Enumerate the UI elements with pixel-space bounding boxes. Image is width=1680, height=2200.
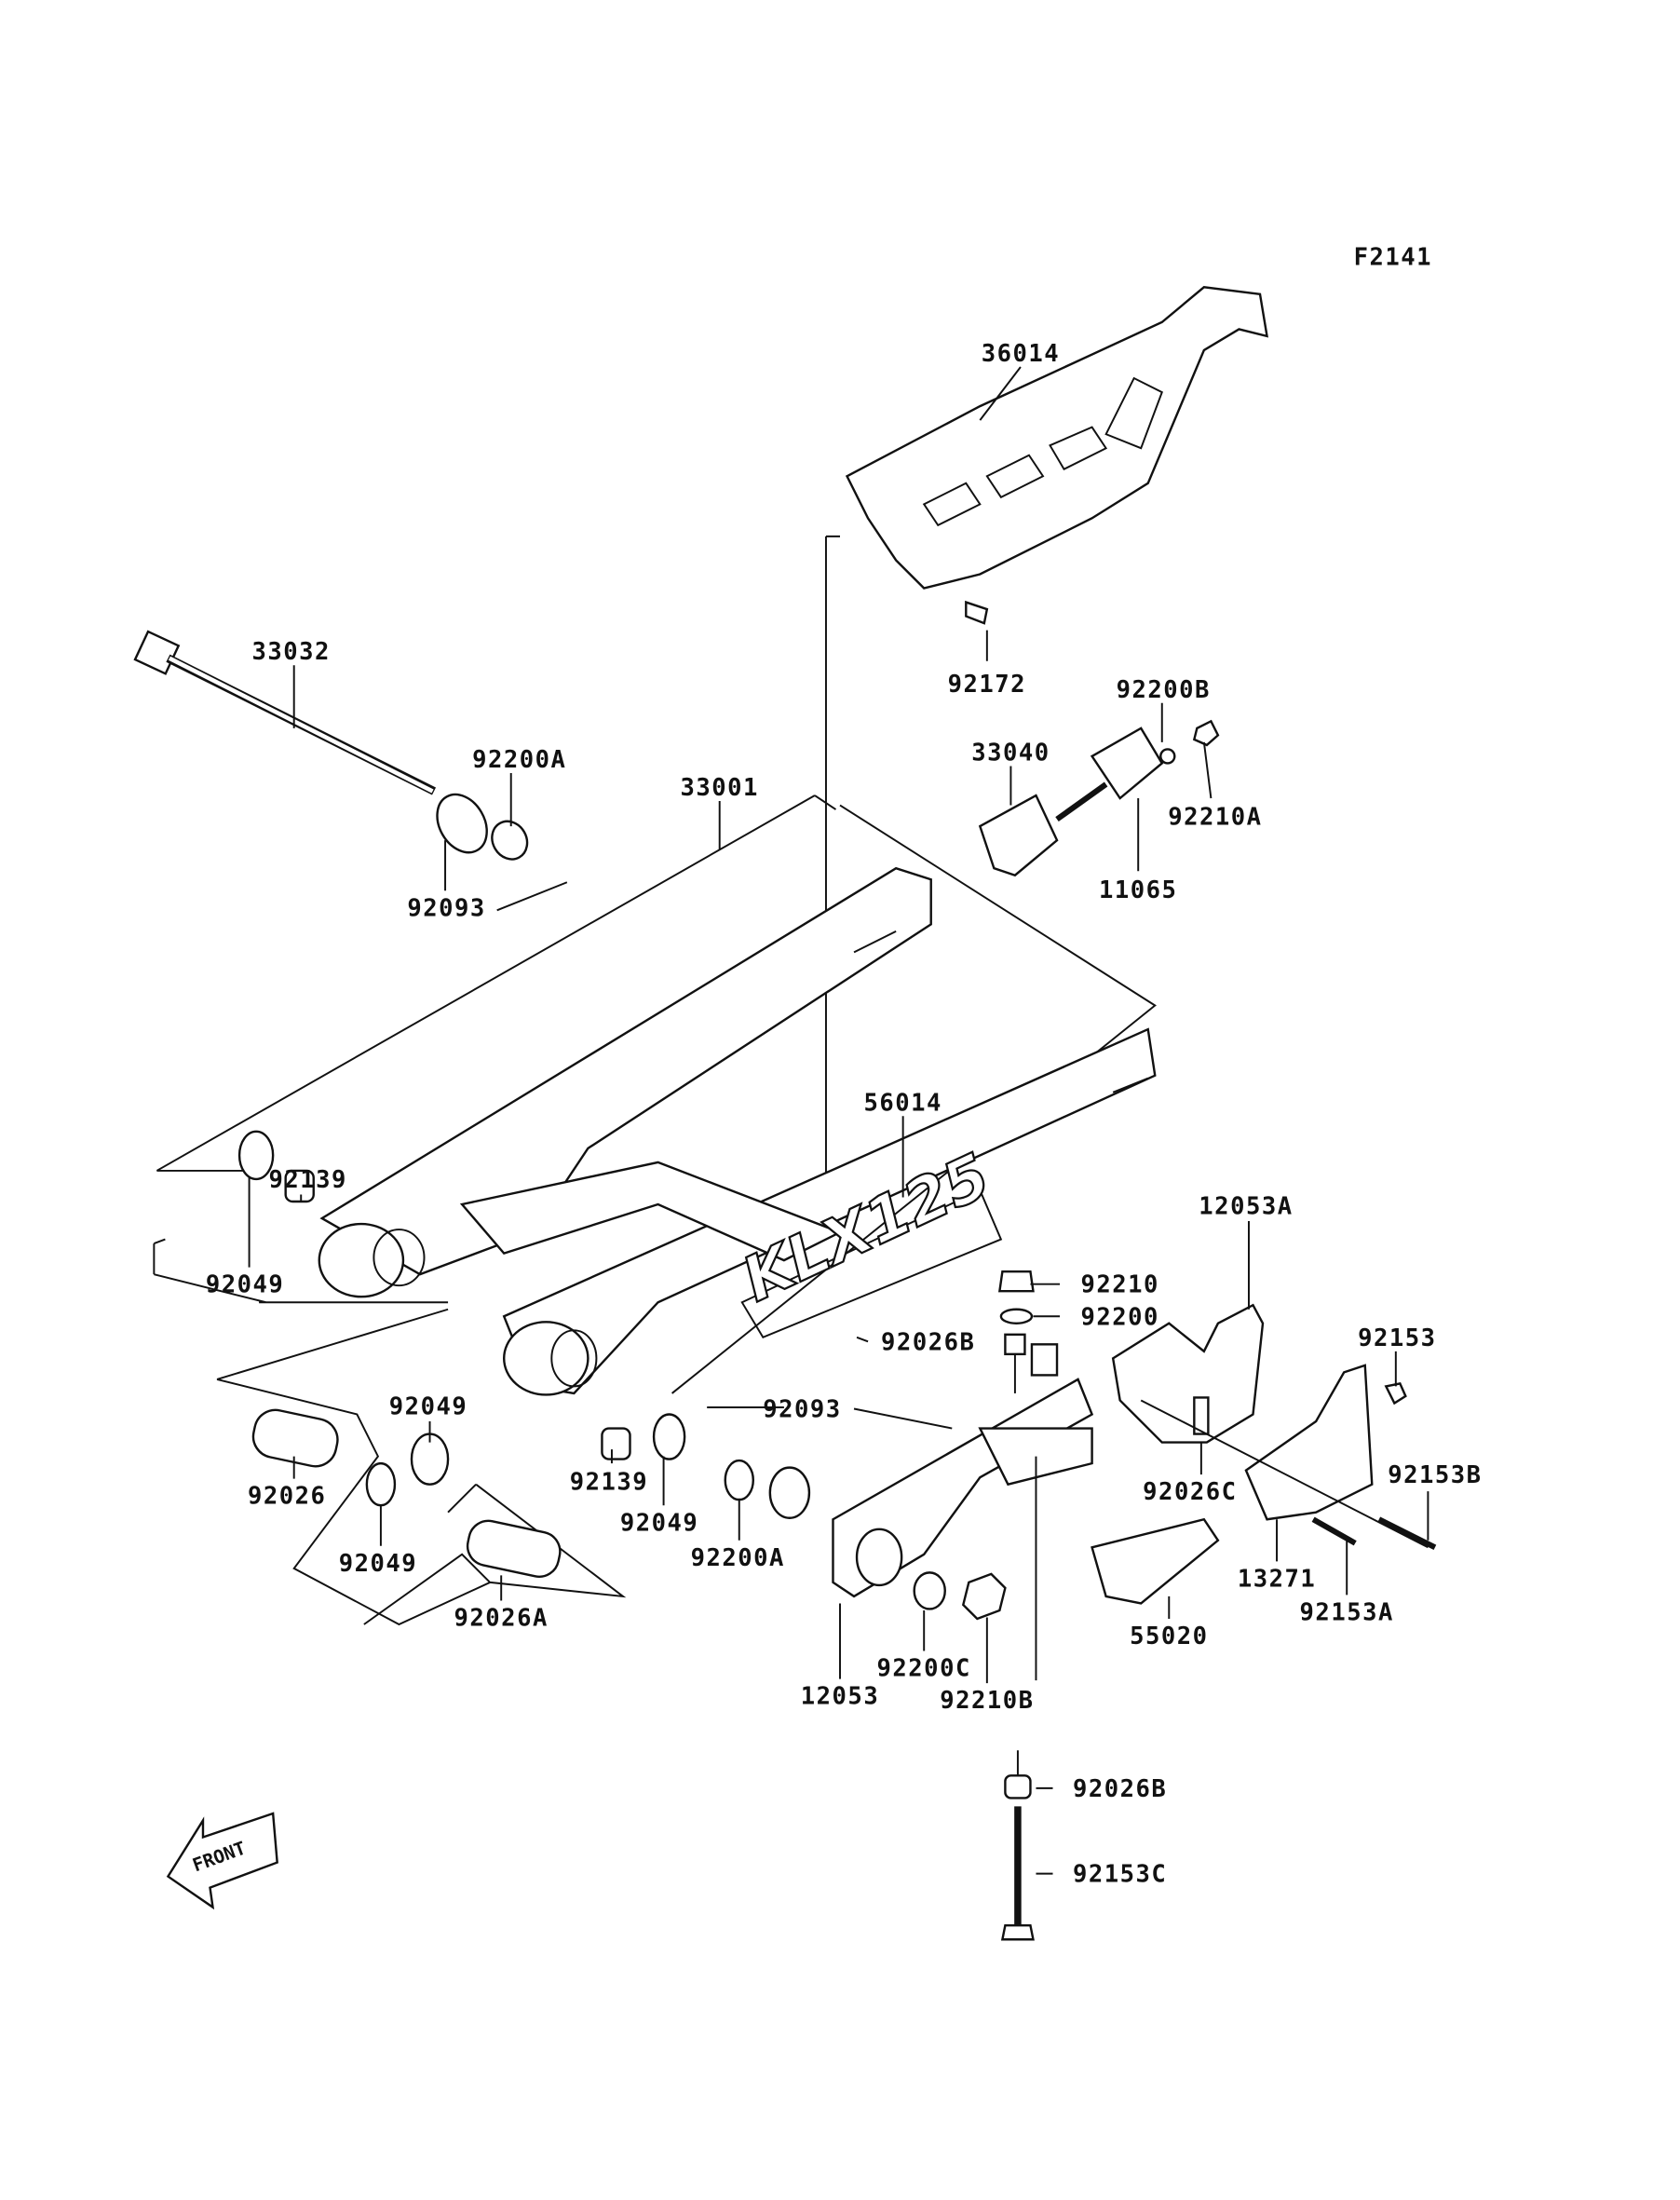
brake-hose-guide-brackets	[1091, 1303, 1437, 1605]
callout-92200b: 92200B	[1117, 676, 1211, 704]
callout-56014: 56014	[863, 1089, 942, 1117]
callout-33032: 33032	[251, 638, 330, 666]
callout-92049-3: 92049	[620, 1509, 698, 1537]
callout-92200a: 92200A	[472, 746, 566, 774]
callout-12053: 12053	[801, 1683, 879, 1711]
callout-92049-4: 92049	[339, 1550, 417, 1578]
callout-92093-2: 92093	[763, 1396, 841, 1424]
callout-92153c: 92153C	[1073, 1861, 1167, 1889]
chain-guard	[845, 286, 1269, 590]
figure-code: F2141	[1354, 243, 1432, 271]
callout-92139: 92139	[269, 1166, 347, 1194]
callout-92172: 92172	[948, 671, 1026, 699]
front-direction-arrow: FRONT	[166, 1812, 278, 1910]
pivot-bolt	[133, 630, 529, 861]
callout-92026a: 92026A	[454, 1605, 549, 1633]
callout-12053a: 12053A	[1199, 1193, 1293, 1221]
leader-lines	[248, 366, 1429, 1875]
callout-33001: 33001	[681, 774, 759, 802]
callout-92153b: 92153B	[1388, 1461, 1482, 1489]
callout-92210b: 92210B	[940, 1687, 1034, 1715]
callout-92026c: 92026C	[1143, 1478, 1237, 1506]
callout-33040: 33040	[971, 739, 1050, 767]
callout-92049: 92049	[206, 1271, 284, 1299]
chain-adjuster	[965, 600, 1220, 877]
bushings-and-seals	[237, 1130, 1035, 1941]
callout-92153a: 92153A	[1300, 1598, 1394, 1626]
callout-92200a-2: 92200A	[691, 1544, 785, 1572]
callout-92139-2: 92139	[570, 1469, 648, 1497]
callout-92093: 92093	[407, 894, 485, 922]
callout-92200c: 92200C	[877, 1655, 971, 1683]
callout-92210a: 92210A	[1168, 804, 1262, 832]
callout-36014: 36014	[982, 340, 1060, 368]
callout-92200: 92200	[1080, 1303, 1158, 1331]
callout-92026b: 92026B	[881, 1328, 975, 1356]
callout-92026: 92026	[248, 1483, 326, 1511]
swingarm-group-outline	[153, 535, 1157, 1626]
callout-11065: 11065	[1099, 876, 1177, 904]
callout-92153: 92153	[1358, 1324, 1436, 1352]
callout-13271: 13271	[1238, 1565, 1316, 1593]
chain-slider	[832, 1333, 1094, 1598]
callout-92026b-2: 92026B	[1073, 1775, 1167, 1803]
callout-92210: 92210	[1080, 1271, 1158, 1299]
callout-55020: 55020	[1130, 1623, 1208, 1650]
callout-labels: 36014 92172 33032 92200A 33001 92200B 33…	[206, 340, 1482, 1889]
callout-92049-2: 92049	[389, 1392, 467, 1420]
